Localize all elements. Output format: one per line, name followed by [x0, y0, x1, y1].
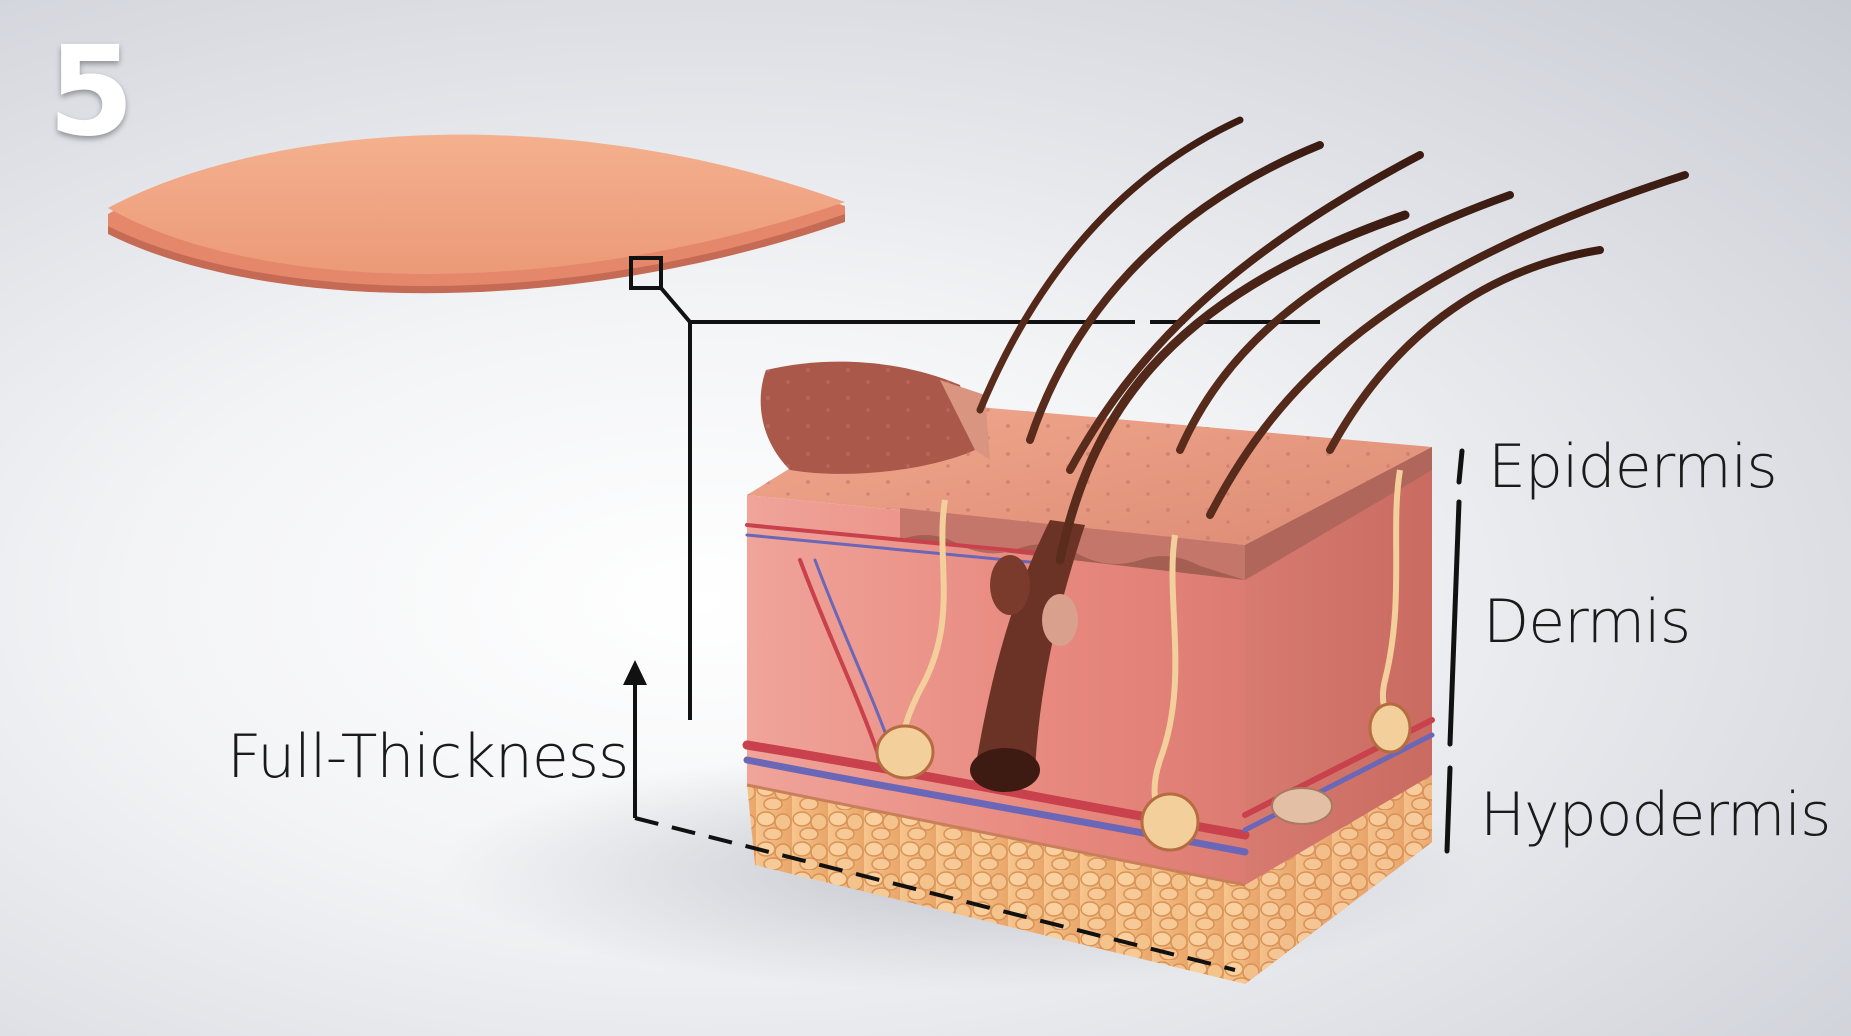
hairs	[976, 116, 1689, 565]
hypodermis-label: Hypodermis	[1480, 780, 1831, 850]
zoom-box	[629, 256, 663, 290]
dermis-bracket	[1447, 499, 1462, 747]
depth-baseline	[634, 816, 1236, 972]
fat-globule	[1271, 787, 1333, 825]
dermis-label: Dermis	[1483, 587, 1691, 657]
skin-block	[742, 116, 1689, 984]
hypodermis-layer	[747, 785, 1245, 984]
hypodermis-bracket	[1444, 765, 1453, 854]
hair-follicle	[970, 520, 1085, 792]
depth-arrowhead	[623, 660, 647, 685]
zoom-connector	[629, 256, 1320, 720]
epidermis-label: Epidermis	[1488, 432, 1778, 502]
gland-coils	[875, 702, 1412, 852]
depth-indicator	[623, 660, 1236, 972]
skin-graft-illustration	[108, 134, 845, 294]
layer-brackets	[1444, 448, 1465, 854]
full-thickness-label: Full-Thickness	[227, 722, 629, 792]
epidermis-bracket	[1456, 448, 1465, 485]
step-number: 5	[48, 20, 135, 164]
